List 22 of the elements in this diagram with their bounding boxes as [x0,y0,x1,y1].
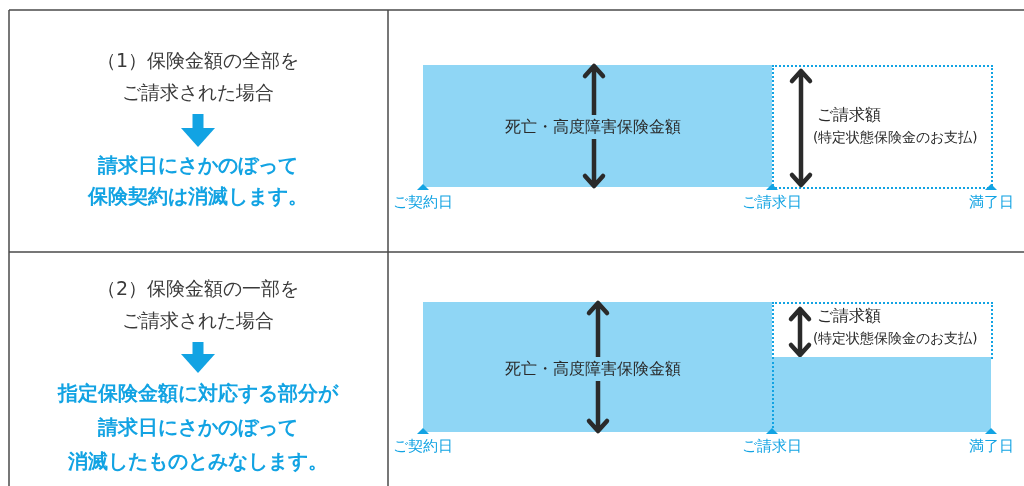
claim-label: ご請求額 [817,105,881,125]
claim-label: ご請求額 [817,306,881,326]
amount-label: 死亡・高度障害保険金額 [505,115,681,139]
date-label: ご契約日 [393,437,453,455]
arrow [181,342,215,373]
result-text: 指定保険金額に対応する部分が請求日にさかのぼって消滅したものとみなします。 [38,376,358,478]
arrow [181,114,215,147]
claim-note: (特定状態保険金のお支払) [813,128,978,147]
date-label: ご請求日 [742,193,802,211]
amount-bar [772,357,991,432]
claim-note: (特定状態保険金のお支払) [813,329,978,348]
amount-bar [423,65,772,187]
result-text: 請求日にさかのぼって保険契約は消滅します。 [68,150,328,212]
amount-label: 死亡・高度障害保険金額 [505,357,681,381]
case-heading: （2）保険金額の一部をご請求された場合 [90,272,306,336]
date-label: 満了日 [968,193,1014,211]
date-label: ご契約日 [393,193,453,211]
date-label: ご請求日 [742,437,802,455]
amount-bar [423,302,772,432]
case-heading: （1）保険金額の全部をご請求された場合 [90,44,306,108]
claim-box [772,65,993,189]
date-label: 満了日 [968,437,1014,455]
